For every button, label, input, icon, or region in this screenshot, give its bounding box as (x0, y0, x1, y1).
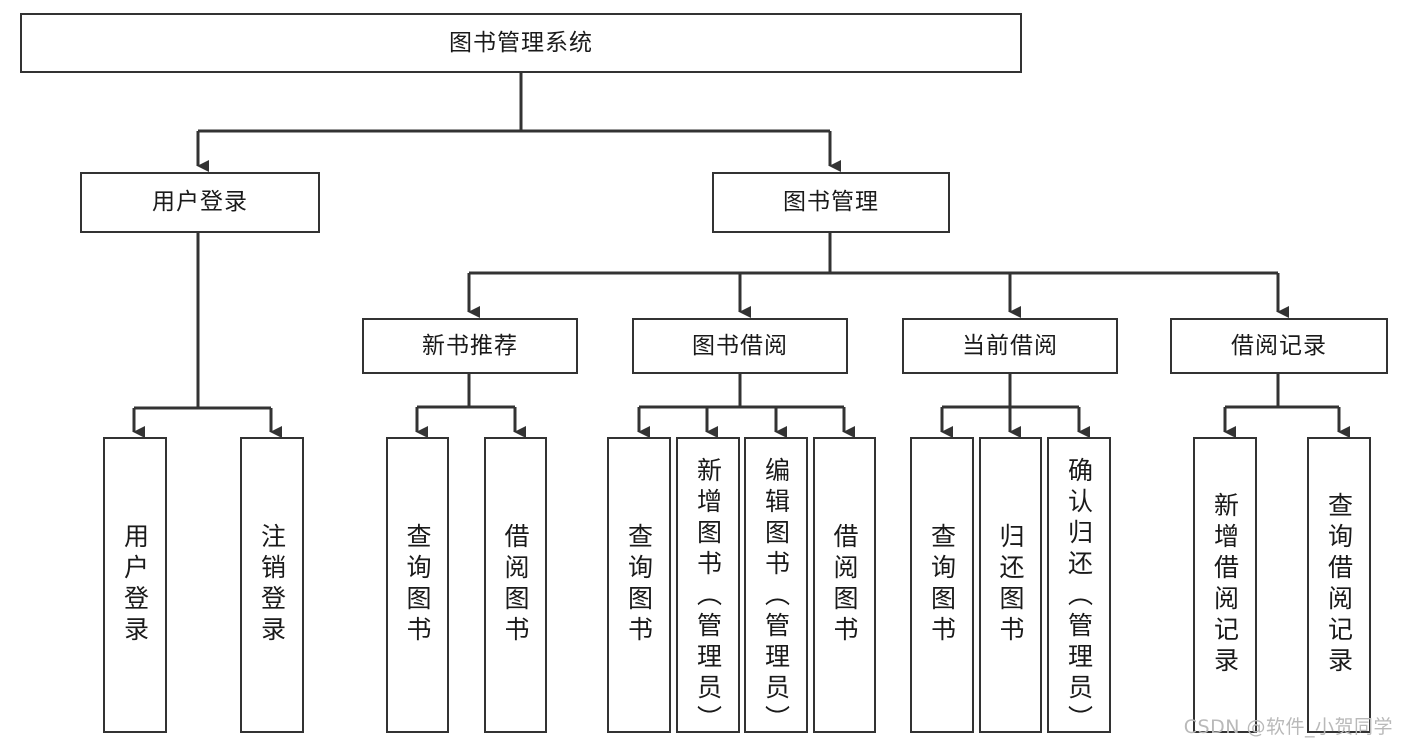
node-root-label: 图书管理系统 (449, 29, 593, 56)
node-leaf-query-book-3-label: 查询图书 (927, 523, 957, 647)
node-leaf-query-book-2-label: 查询图书 (624, 523, 654, 647)
node-leaf-logout[interactable]: 注销登录 (240, 437, 304, 733)
node-leaf-user-login-label: 用户登录 (120, 523, 150, 647)
node-new-book-rec-label: 新书推荐 (422, 332, 518, 359)
node-leaf-return-book-label: 归还图书 (996, 523, 1025, 647)
node-leaf-edit-book-label: 编辑图书（管理员） (761, 457, 791, 736)
node-leaf-return-book[interactable]: 归还图书 (979, 437, 1042, 733)
node-leaf-logout-label: 注销登录 (257, 523, 287, 647)
node-root[interactable]: 图书管理系统 (20, 13, 1022, 73)
node-leaf-add-book[interactable]: 新增图书（管理员） (676, 437, 740, 736)
node-book-borrow[interactable]: 图书借阅 (632, 318, 848, 374)
node-current-borrow[interactable]: 当前借阅 (902, 318, 1118, 374)
node-new-book-rec[interactable]: 新书推荐 (362, 318, 578, 374)
node-user-login[interactable]: 用户登录 (80, 172, 320, 233)
node-leaf-query-record[interactable]: 查询借阅记录 (1307, 437, 1371, 733)
node-borrow-record-label: 借阅记录 (1231, 332, 1327, 359)
node-leaf-add-book-label: 新增图书（管理员） (693, 457, 723, 736)
node-leaf-query-book-2[interactable]: 查询图书 (607, 437, 671, 733)
node-leaf-add-record[interactable]: 新增借阅记录 (1193, 437, 1257, 733)
node-borrow-record[interactable]: 借阅记录 (1170, 318, 1388, 374)
node-leaf-borrow-book-2[interactable]: 借阅图书 (813, 437, 876, 733)
node-leaf-confirm-return-label: 确认归还（管理员） (1064, 457, 1094, 736)
node-current-borrow-label: 当前借阅 (962, 332, 1058, 359)
node-book-manage-label: 图书管理 (783, 189, 879, 216)
node-leaf-confirm-return[interactable]: 确认归还（管理员） (1047, 437, 1111, 736)
node-book-manage[interactable]: 图书管理 (712, 172, 950, 233)
node-leaf-borrow-book-1-label: 借阅图书 (501, 523, 530, 647)
node-leaf-query-book-1[interactable]: 查询图书 (386, 437, 449, 733)
node-leaf-query-book-3[interactable]: 查询图书 (910, 437, 974, 733)
node-leaf-edit-book[interactable]: 编辑图书（管理员） (744, 437, 808, 736)
node-leaf-borrow-book-2-label: 借阅图书 (830, 523, 859, 647)
node-leaf-query-record-label: 查询借阅记录 (1324, 492, 1354, 678)
node-book-borrow-label: 图书借阅 (692, 332, 788, 359)
node-leaf-borrow-book-1[interactable]: 借阅图书 (484, 437, 547, 733)
node-leaf-query-book-1-label: 查询图书 (403, 523, 432, 647)
node-leaf-user-login[interactable]: 用户登录 (103, 437, 167, 733)
node-leaf-add-record-label: 新增借阅记录 (1210, 492, 1240, 678)
node-user-login-label: 用户登录 (152, 189, 248, 216)
